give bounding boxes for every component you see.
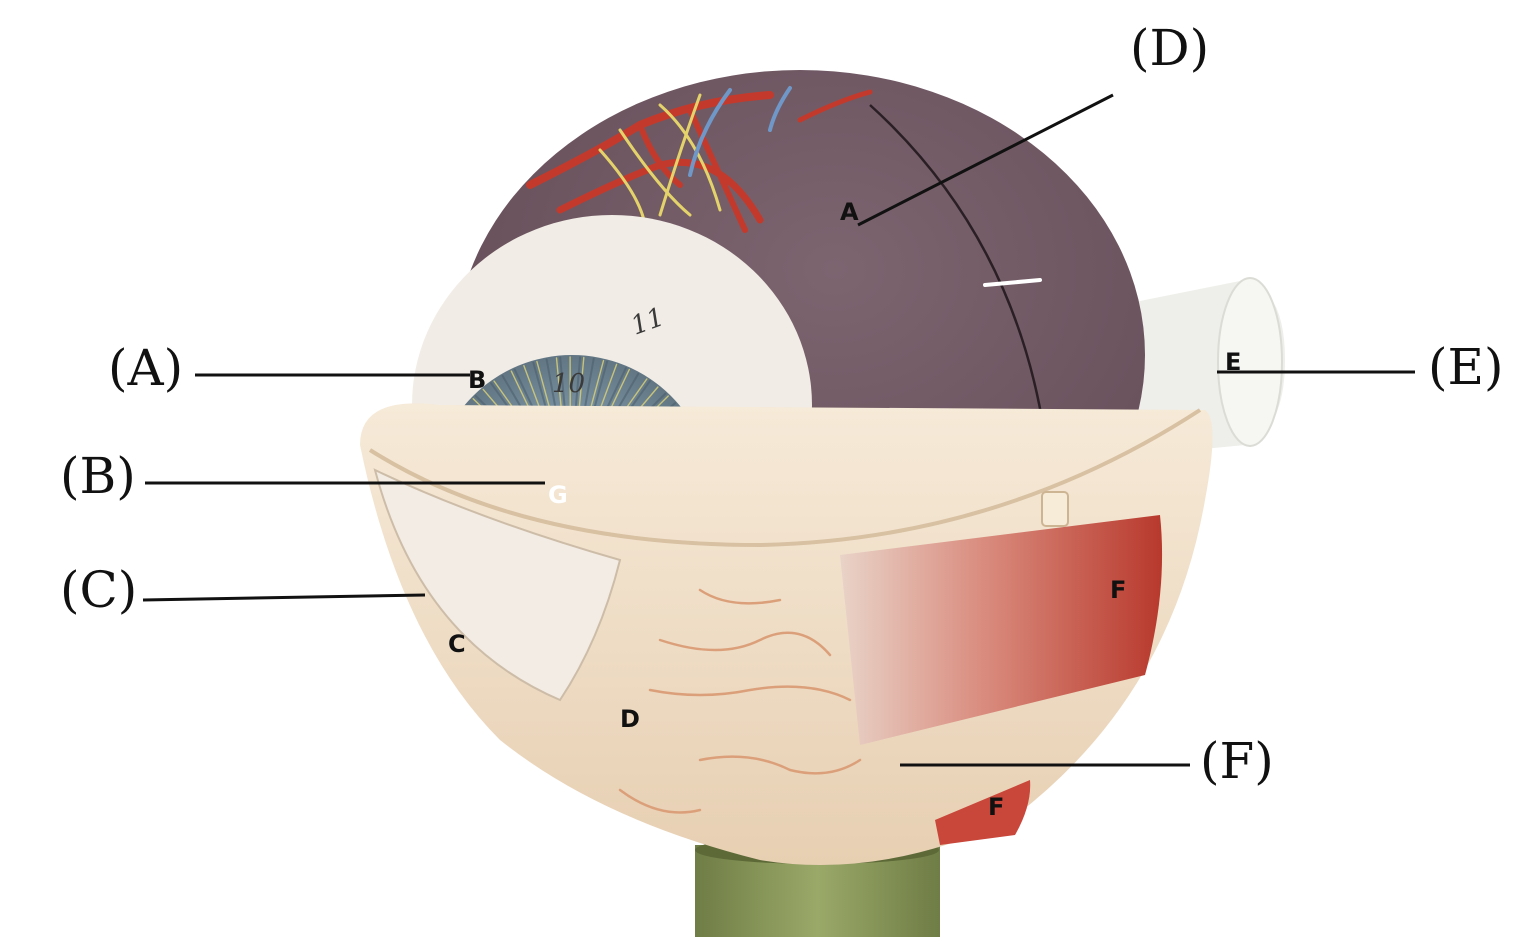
callout-a: (A) <box>108 339 183 397</box>
extraocular-muscle-lower <box>935 780 1031 845</box>
model-label-g: G <box>548 481 568 509</box>
extraocular-muscle-upper <box>840 515 1163 745</box>
model-label-a: A <box>840 198 859 226</box>
callout-d: (D) <box>1130 19 1209 77</box>
callout-f: (F) <box>1200 732 1274 790</box>
callout-c: (C) <box>60 561 137 619</box>
surface-vessels <box>526 86 873 233</box>
model-label-c: C <box>448 630 466 658</box>
callout-e: (E) <box>1428 338 1504 396</box>
callout-b: (B) <box>60 447 136 505</box>
leader-lines <box>142 93 1415 767</box>
model-label-e: E <box>1225 348 1241 376</box>
model-label-f-lower: F <box>988 793 1004 821</box>
orbit-shell <box>360 403 1213 865</box>
leader-line-c <box>142 593 426 602</box>
model-label-d: D <box>620 705 640 733</box>
model-label-f-upper: F <box>1110 576 1126 604</box>
leader-line-d <box>857 93 1114 227</box>
model-label-b: B <box>468 366 486 394</box>
painted-number-10: 10 <box>552 369 585 399</box>
